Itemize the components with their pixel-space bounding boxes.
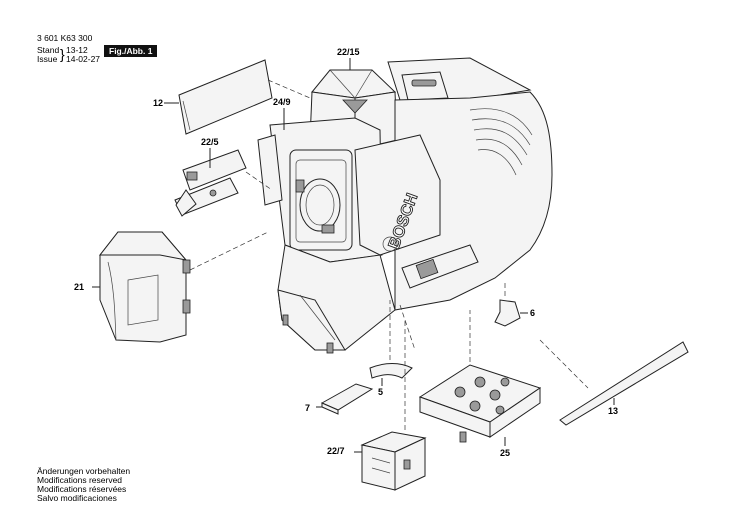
part-21-cover <box>92 231 269 343</box>
callout-22-7: 22/7 <box>327 446 345 456</box>
callout-25: 25 <box>500 448 511 458</box>
part-13-wedge <box>559 341 689 426</box>
part-22-7-block <box>354 320 427 491</box>
issue-value: 14-02-27 <box>66 54 101 64</box>
callout-21: 21 <box>74 282 85 292</box>
footer-line-1: Änderungen vorbehalten <box>37 466 131 476</box>
part-5-strip <box>369 300 413 386</box>
callout-22-15: 22/15 <box>337 47 360 57</box>
callout-12: 12 <box>153 98 164 108</box>
footer-line-4: Salvo modificaciones <box>37 493 117 503</box>
callout-5: 5 <box>378 387 384 397</box>
part-number: 3 601 K63 300 <box>37 33 93 43</box>
main-housing: BOSCH <box>257 57 553 354</box>
callout-6: 6 <box>530 308 536 318</box>
footer-line-2: Modifications reserved <box>37 475 123 485</box>
stand-value: 13-12 <box>66 45 88 55</box>
part-6-clip <box>494 280 528 327</box>
part-22-5-clip <box>174 148 273 217</box>
part-7-pad <box>316 383 374 415</box>
callout-24-9: 24/9 <box>273 97 291 107</box>
part-25-base-plate <box>418 310 542 446</box>
stand-label: Stand <box>37 45 60 55</box>
bracket-glyph: } <box>60 46 65 62</box>
footer-line-3: Modifications réservées <box>37 484 127 494</box>
figure-label: Fig./Abb. 1 <box>104 45 158 57</box>
part-12-window-plate <box>164 59 311 135</box>
callout-13: 13 <box>608 406 619 416</box>
issue-label: Issue <box>37 54 58 64</box>
callout-22-5: 22/5 <box>201 137 219 147</box>
callout-7: 7 <box>305 403 311 413</box>
